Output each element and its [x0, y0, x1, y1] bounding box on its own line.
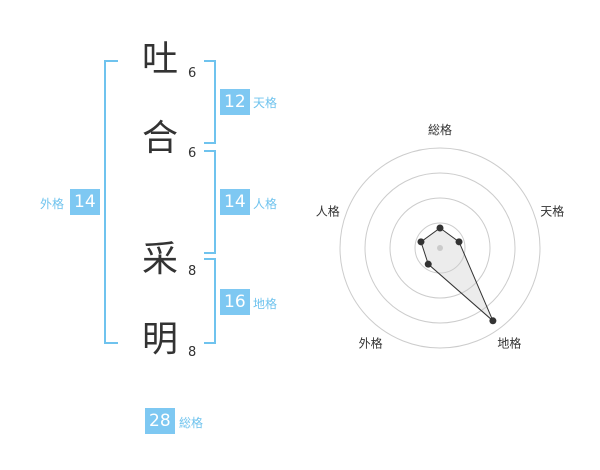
stroke-count-1: 6	[188, 66, 197, 81]
name-char-3: 采	[141, 239, 178, 280]
chikaku-label: 地格	[253, 297, 278, 311]
radar-center	[437, 245, 443, 251]
soukaku-value-badge: 28	[145, 408, 175, 434]
radar-point-4	[424, 260, 432, 268]
radar-axis-label: 外格	[359, 335, 383, 350]
tenkaku-bracket	[204, 60, 216, 144]
gaikaku-value-badge: 14	[70, 189, 100, 215]
name-char-2: 合	[141, 118, 178, 159]
chikaku-value-badge: 16	[220, 289, 250, 315]
jinkaku-value-badge: 14	[220, 189, 250, 215]
jinkaku-bracket	[204, 150, 216, 254]
name-char-1: 吐	[141, 39, 178, 80]
stroke-count-2: 6	[188, 146, 197, 161]
name-char-4: 明	[141, 319, 178, 360]
radar-axis-label: 人格	[316, 204, 340, 219]
gaikaku-bracket	[104, 60, 118, 344]
jinkaku-label: 人格	[253, 197, 278, 211]
radar-axis-label: 天格	[540, 204, 564, 219]
radar-series-area	[420, 227, 494, 322]
radar-point-2	[455, 238, 463, 246]
radar-ring-1	[414, 222, 466, 274]
tenkaku-label: 天格	[253, 96, 278, 110]
radar-ring-3	[364, 172, 516, 324]
radar-point-3	[489, 317, 497, 325]
chikaku-bracket	[204, 258, 216, 344]
radar-axis-label: 総格	[428, 122, 452, 137]
stroke-count-4: 8	[188, 345, 197, 360]
stroke-count-3: 8	[188, 264, 197, 279]
radar-axis-label: 地格	[497, 335, 521, 350]
radar-ring-4	[339, 147, 541, 349]
radar-point-5	[417, 238, 425, 246]
soukaku-label: 総格	[179, 416, 204, 430]
tenkaku-value-badge: 12	[220, 89, 250, 115]
radar-point-1	[436, 224, 444, 232]
radar-ring-2	[389, 197, 491, 299]
gaikaku-label: 外格	[40, 197, 65, 211]
